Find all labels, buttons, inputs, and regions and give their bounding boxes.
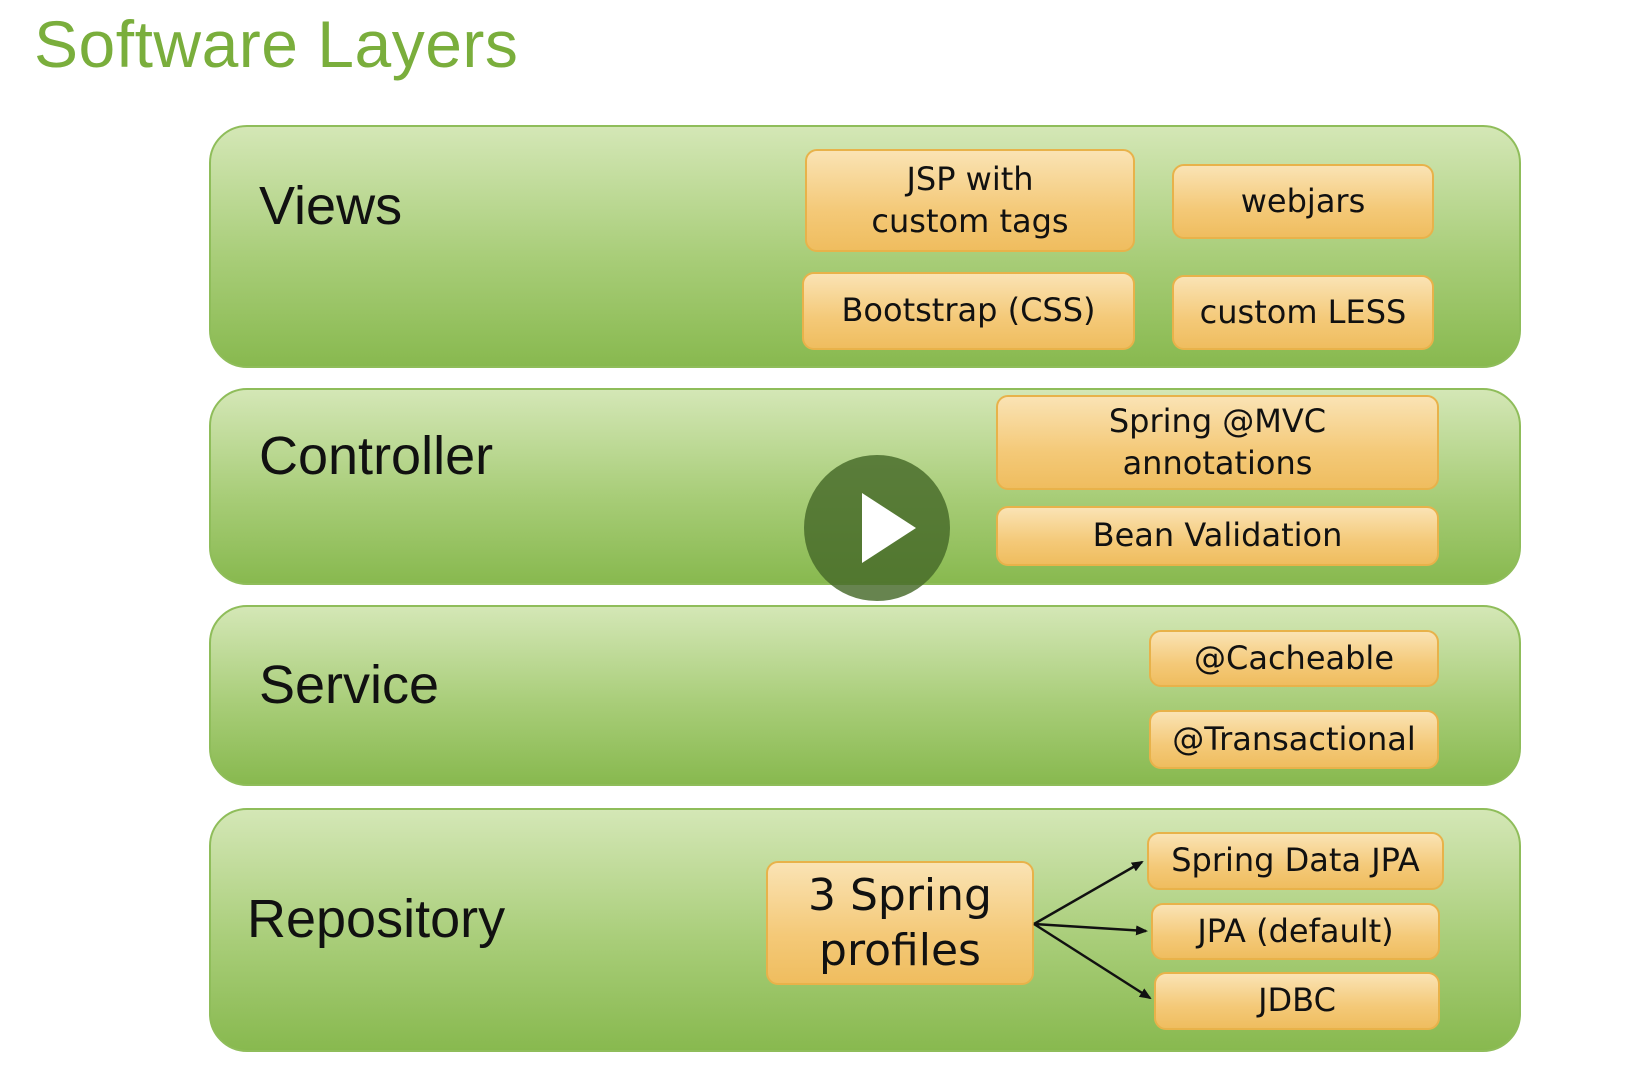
layer-label-service: Service — [259, 655, 440, 715]
layer-label-views: Views — [259, 176, 403, 236]
layer-label-repository: Repository — [247, 889, 506, 949]
layer-repository: Repository 3 Spring profiles Spring Data… — [209, 808, 1521, 1052]
chip-custom-less: custom LESS — [1172, 275, 1434, 350]
chip-webjars: webjars — [1172, 164, 1434, 239]
chip-bootstrap-css: Bootstrap (CSS) — [802, 272, 1135, 350]
page-title: Software Layers — [34, 7, 519, 81]
chip-transactional: @Transactional — [1149, 710, 1439, 769]
arrow-to-jpa-default — [1033, 922, 1148, 936]
chip-cacheable: @Cacheable — [1149, 630, 1439, 687]
chip-bean-validation: Bean Validation — [996, 506, 1439, 566]
arrow-to-jdbc — [1033, 922, 1152, 1000]
chip-jpa-default: JPA (default) — [1151, 903, 1440, 960]
chip-spring-mvc-annotations: Spring @MVC annotations — [996, 395, 1439, 490]
layer-service: Service @Cacheable @Transactional — [209, 605, 1521, 786]
chip-jdbc: JDBC — [1154, 972, 1440, 1030]
chip-spring-data-jpa: Spring Data JPA — [1147, 832, 1444, 890]
layer-label-controller: Controller — [259, 426, 494, 486]
chip-3-spring-profiles: 3 Spring profiles — [766, 861, 1034, 985]
arrow-to-spring-data-jpa — [1033, 860, 1144, 926]
play-icon — [862, 493, 916, 563]
play-button[interactable] — [804, 455, 950, 601]
layer-views: Views JSP with custom tags webjars Boots… — [209, 125, 1521, 368]
chip-jsp-custom-tags: JSP with custom tags — [805, 149, 1135, 252]
